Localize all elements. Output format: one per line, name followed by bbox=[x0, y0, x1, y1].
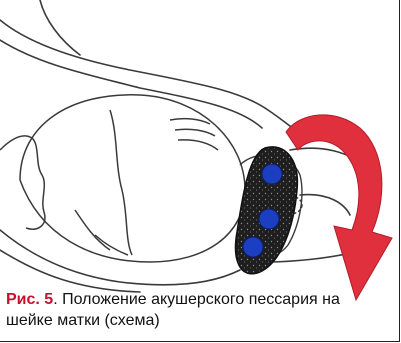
caption-text: . Положение акушерского пессария на шейк… bbox=[6, 291, 340, 329]
caption-label: Рис. 5 bbox=[6, 291, 53, 308]
figure-caption: Рис. 5. Положение акушерского пессария н… bbox=[6, 289, 386, 331]
